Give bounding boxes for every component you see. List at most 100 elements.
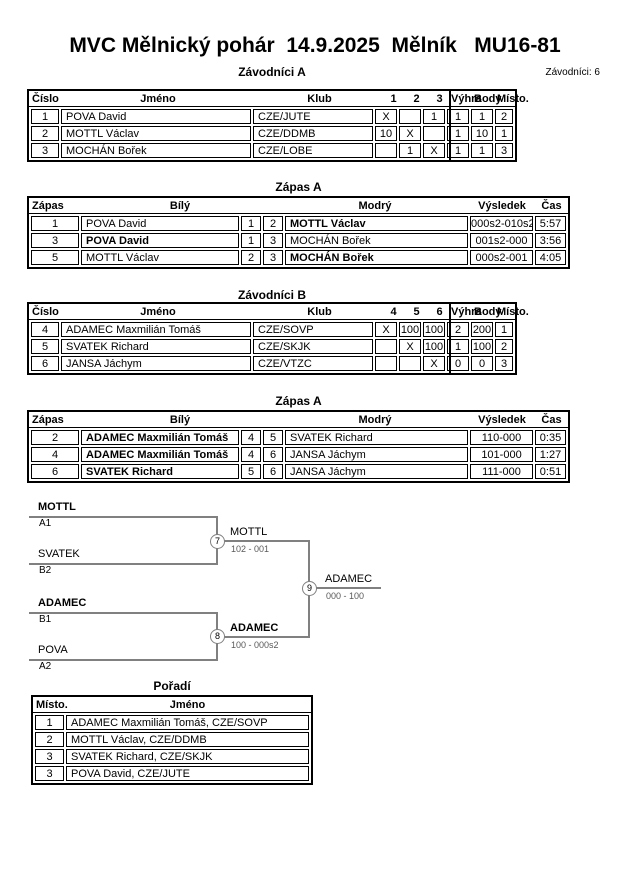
- cell-result: [375, 143, 397, 158]
- cell-body: 10: [471, 126, 493, 141]
- group-b-table: Číslo Jméno Klub 4 5 6 Výhra Body Místo.…: [27, 302, 529, 375]
- matches-a-data: 1 POVA David 1 2 MOTTL Václav 000s2-010s…: [29, 214, 568, 267]
- bracket-line: [224, 540, 310, 542]
- cell-result: 100: [399, 322, 421, 337]
- cell-modry: MOCHÁN Bořek: [285, 250, 468, 265]
- matches-a-header-row: Zápas Bílý Modrý Výsledek Čas: [29, 198, 568, 214]
- cell-cislo: 4: [31, 322, 59, 337]
- table-row: 1 POVA David 1 2 MOTTL Václav 000s2-010s…: [31, 216, 566, 231]
- bracket-entry-svatek: SVATEK: [38, 548, 80, 560]
- table-row: 4 ADAMEC Maxmilián Tomáš CZE/SOVP X 100 …: [31, 322, 513, 337]
- table-row: 2 ADAMEC Maxmilián Tomáš 4 5 SVATEK Rich…: [31, 430, 566, 445]
- cell-bily: POVA David: [81, 216, 239, 231]
- matches-b-table: Zápas Bílý Modrý Výsledek Čas 2 ADAMEC M…: [27, 410, 570, 483]
- cell-num: 1: [241, 216, 261, 231]
- cell-result: 10: [375, 126, 397, 141]
- cell-misto: 3: [495, 356, 513, 371]
- cell-jmeno: JANSA Jáchym: [61, 356, 251, 371]
- cell-result: 100: [423, 339, 445, 354]
- cell-misto: 1: [495, 322, 513, 337]
- cell-jmeno: ADAMEC Maxmilián Tomáš: [61, 322, 251, 337]
- group-a-header-row: Číslo Jméno Klub 1 2 3 Výhra Body Místo.: [29, 91, 529, 107]
- section-title-standings: Pořadí: [153, 679, 191, 693]
- competitors-count: Závodníci: 6: [545, 67, 600, 78]
- cell-jmeno: SVATEK Richard: [61, 339, 251, 354]
- col-header-vysledek: Výsledek: [478, 199, 526, 212]
- cell-modry: MOCHÁN Bořek: [285, 233, 468, 248]
- bracket-line: [29, 659, 217, 661]
- cell-cas: 3:56: [535, 233, 566, 248]
- bracket-seed-a2: A2: [39, 661, 52, 672]
- bracket-line: [29, 563, 217, 565]
- col-header-body: Body: [474, 92, 502, 105]
- cell-result: X: [423, 356, 445, 371]
- col-header-vyhra: Výhra: [451, 305, 482, 318]
- cell-klub: CZE/JUTE: [253, 109, 373, 124]
- cell-cas: 4:05: [535, 250, 566, 265]
- col-header-1: 1: [390, 92, 397, 105]
- match-circle-8: 8: [210, 629, 225, 644]
- cell-jmeno: MOCHÁN Bořek: [61, 143, 251, 158]
- cell-zapas: 6: [31, 464, 79, 479]
- table-row: 4 ADAMEC Maxmilián Tomáš 4 6 JANSA Jáchy…: [31, 447, 566, 462]
- bracket-entry-adamec: ADAMEC: [38, 597, 87, 609]
- group-a-table: Číslo Jméno Klub 1 2 3 Výhra Body Místo.…: [27, 89, 529, 162]
- col-header-jmeno: Jméno: [169, 698, 206, 711]
- cell-misto: 1: [495, 126, 513, 141]
- cell-result: X: [399, 126, 421, 141]
- bracket-seed-b2: B2: [39, 565, 52, 576]
- match-circle-9: 9: [302, 581, 317, 596]
- cell-num: 4: [241, 430, 261, 445]
- table-row: 1 ADAMEC Maxmilián Tomáš, CZE/SOVP: [35, 715, 309, 730]
- section-title-matches-b: Zápas A: [275, 394, 322, 408]
- cell-num: 3: [263, 250, 283, 265]
- table-row: 3 SVATEK Richard, CZE/SKJK: [35, 749, 309, 764]
- cell-modry: SVATEK Richard: [285, 430, 468, 445]
- cell-result: [423, 126, 445, 141]
- cell-bily: POVA David: [81, 233, 239, 248]
- cell-zapas: 5: [31, 250, 79, 265]
- matches-b-header-row: Zápas Bílý Modrý Výsledek Čas: [29, 412, 568, 428]
- cell-jmeno: POVA David: [61, 109, 251, 124]
- cell-cislo: 1: [31, 109, 59, 124]
- cell-vysledek: 000s2-001: [470, 250, 533, 265]
- col-header-misto: Místo.: [497, 305, 529, 318]
- col-header-cislo: Číslo: [32, 92, 59, 105]
- col-header-modry: Modrý: [358, 199, 392, 212]
- col-header-2: 2: [413, 92, 420, 105]
- table-row: 3 POVA David 1 3 MOCHÁN Bořek 001s2-000 …: [31, 233, 566, 248]
- col-header-zapas: Zápas: [32, 413, 64, 426]
- cell-vyhra: 0: [447, 356, 469, 371]
- bracket-score-semifinal-2: 100 - 000s2: [231, 640, 279, 650]
- cell-bily: MOTTL Václav: [81, 250, 239, 265]
- cell-cas: 5:57: [535, 216, 566, 231]
- page-title: MVC Mělnický pohár 14.9.2025 Mělník MU16…: [69, 34, 561, 57]
- table-row: 5 MOTTL Václav 2 3 MOCHÁN Bořek 000s2-00…: [31, 250, 566, 265]
- cell-zapas: 2: [31, 430, 79, 445]
- table-row: 3 MOCHÁN Bořek CZE/LOBE 1 X 1 1 3: [31, 143, 513, 158]
- col-header-bily: Bílý: [169, 199, 191, 212]
- cell-result: X: [399, 339, 421, 354]
- col-header-jmeno: Jméno: [140, 92, 176, 105]
- cell-body: 100: [471, 339, 493, 354]
- col-header-cas: Čas: [541, 199, 562, 212]
- knockout-bracket: MOTTL A1 SVATEK B2 7 MOTTL 102 - 001 ADA…: [0, 495, 630, 685]
- cell-cas: 1:27: [535, 447, 566, 462]
- cell-vysledek: 000s2-010s2: [470, 216, 533, 231]
- col-header-cislo: Číslo: [32, 305, 59, 318]
- table-row: 3 POVA David, CZE/JUTE: [35, 766, 309, 781]
- cell-misto: 2: [495, 109, 513, 124]
- standings-header-row: Místo. Jméno: [33, 697, 311, 713]
- cell-misto: 3: [495, 143, 513, 158]
- cell-body: 0: [471, 356, 493, 371]
- col-header-bily: Bílý: [169, 413, 191, 426]
- col-header-5: 5: [413, 305, 420, 318]
- cell-vyhra: 1: [447, 109, 469, 124]
- bracket-line: [316, 587, 381, 589]
- match-circle-7: 7: [210, 534, 225, 549]
- cell-cislo: 3: [31, 143, 59, 158]
- cell-cislo: 6: [31, 356, 59, 371]
- cell-modry: JANSA Jáchym: [285, 464, 468, 479]
- col-header-cas: Čas: [541, 413, 562, 426]
- thick-divider: [449, 91, 451, 160]
